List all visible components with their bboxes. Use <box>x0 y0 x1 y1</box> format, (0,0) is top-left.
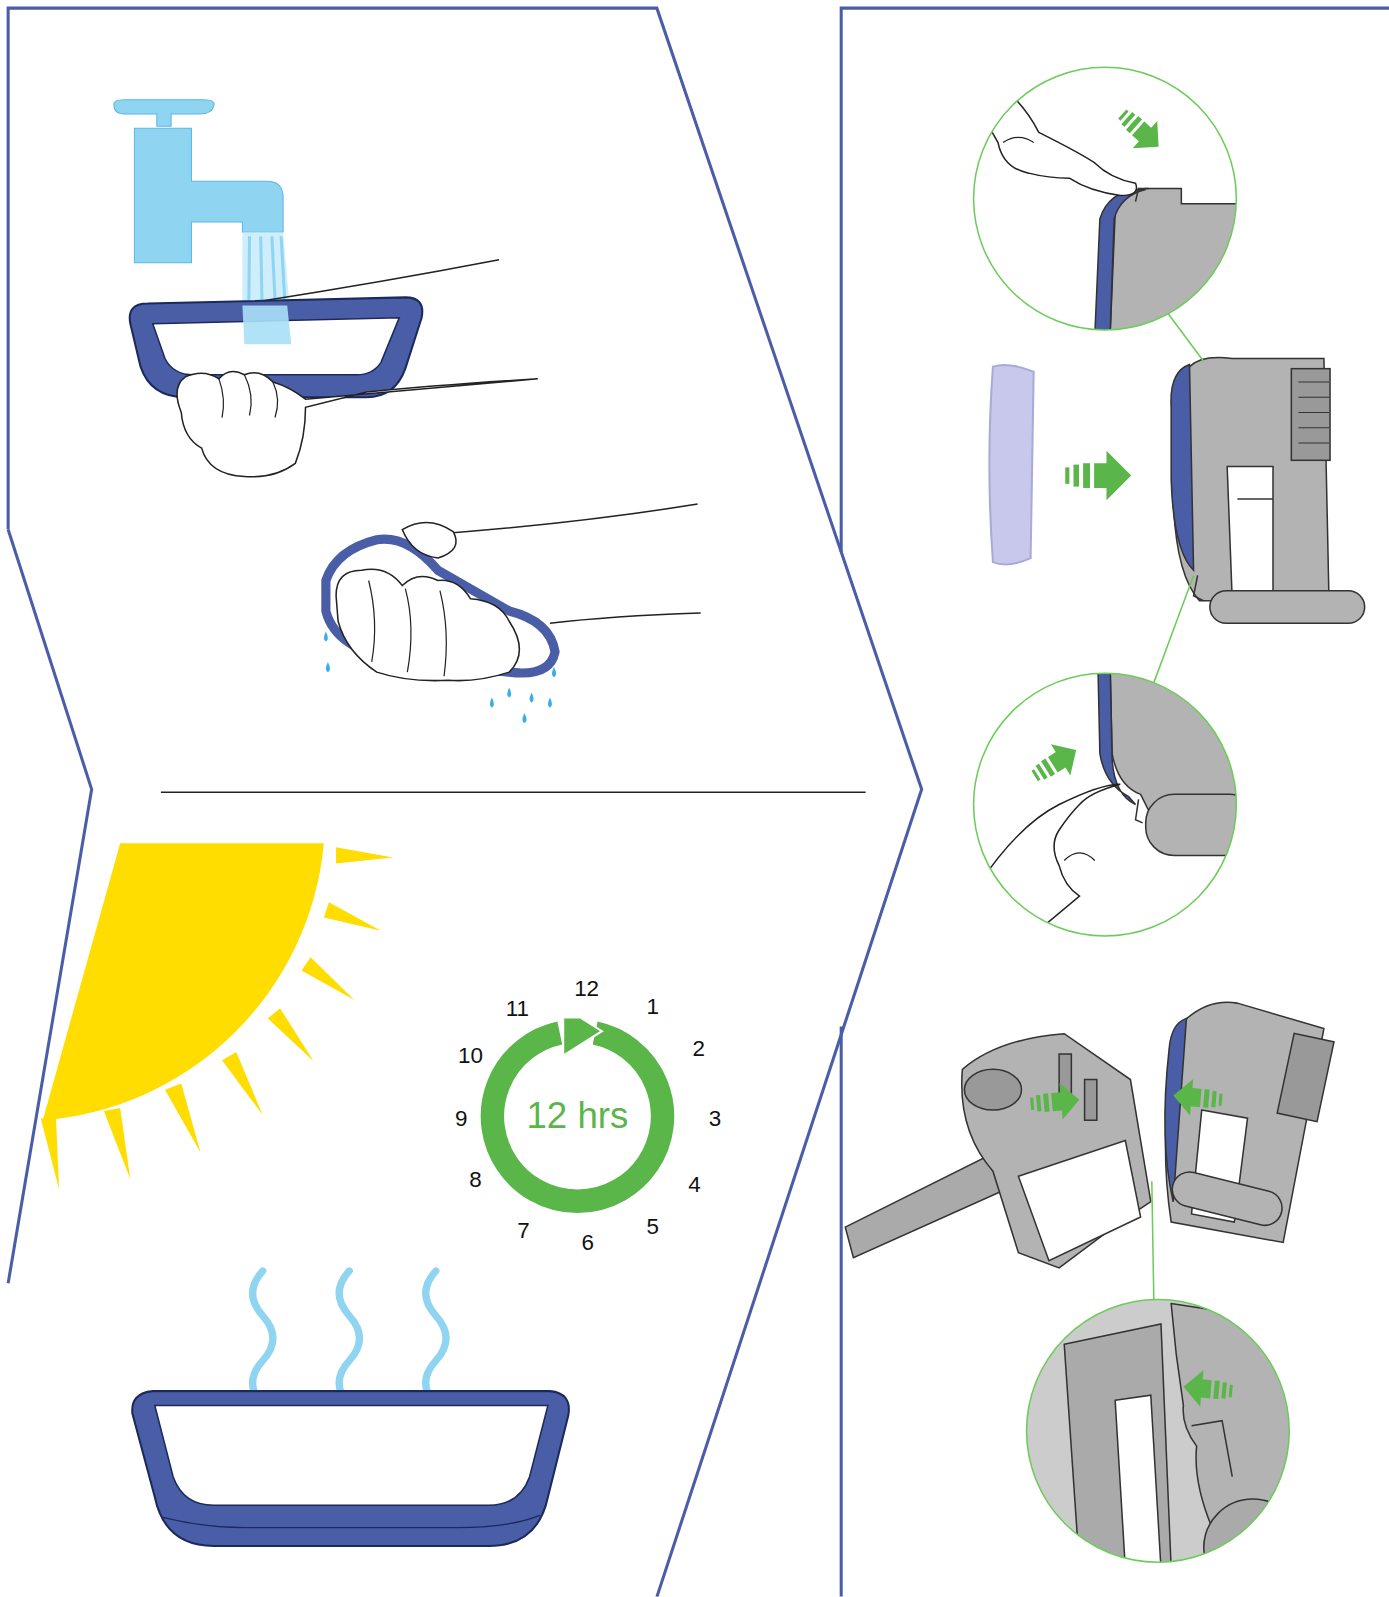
clock-number: 5 <box>647 1216 659 1238</box>
clock-number: 9 <box>455 1108 467 1130</box>
clock-number: 6 <box>581 1231 593 1253</box>
clock-number: 4 <box>688 1173 700 1195</box>
clock-number: 12 <box>574 978 599 1000</box>
duration-text: 12 hrs <box>526 1098 628 1135</box>
clock-number: 3 <box>709 1108 721 1130</box>
ring-arrowhead <box>563 1018 602 1055</box>
clock-number: 1 <box>647 996 659 1018</box>
ring-arc <box>492 1033 662 1201</box>
duration-ring: 12 hrs <box>480 1018 676 1214</box>
clock-number: 10 <box>458 1045 483 1067</box>
clock-number: 2 <box>692 1038 704 1060</box>
clock-number: 7 <box>517 1220 529 1242</box>
clock-number: 8 <box>469 1169 481 1191</box>
clock-number: 11 <box>506 998 529 1020</box>
